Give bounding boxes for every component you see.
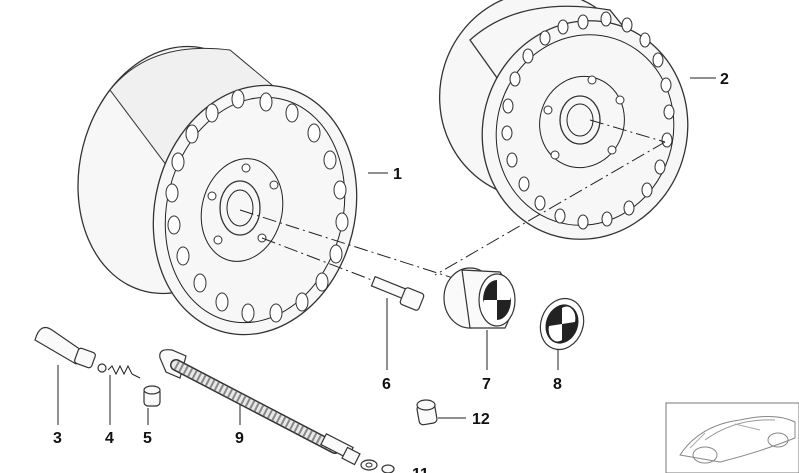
leader-lines [57,77,716,425]
valve-stem-icon[interactable] [34,327,96,369]
wheel-2[interactable] [413,0,716,266]
callout-12: 12 [472,411,490,428]
valve-cap-12-icon[interactable] [416,399,438,426]
washer-icon[interactable] [360,459,395,473]
valve-extension-hose-icon[interactable] [159,349,361,466]
callout-7: 7 [482,376,491,393]
callout-6: 6 [382,376,391,393]
hub-cap-icon[interactable] [443,267,516,329]
callout-8: 8 [553,376,562,393]
callout-1: 1 [393,166,402,183]
emblem-icon[interactable] [533,292,590,355]
assembly-lines [239,119,666,286]
car-outline-icon [665,402,799,473]
callout-2: 2 [720,71,729,88]
callout-9: 9 [235,430,244,447]
callout-11: 11 [412,466,429,473]
callout-labels: 1 2 3 4 5 6 7 8 9 11 12 [53,71,729,473]
callout-5: 5 [143,430,152,447]
callout-4: 4 [105,430,114,447]
wheel-bolt-icon[interactable] [370,275,425,311]
wheel-1[interactable] [53,26,383,357]
valve-core-icon[interactable] [97,363,141,379]
callout-3: 3 [53,430,62,447]
valve-cap-icon[interactable] [143,385,161,407]
